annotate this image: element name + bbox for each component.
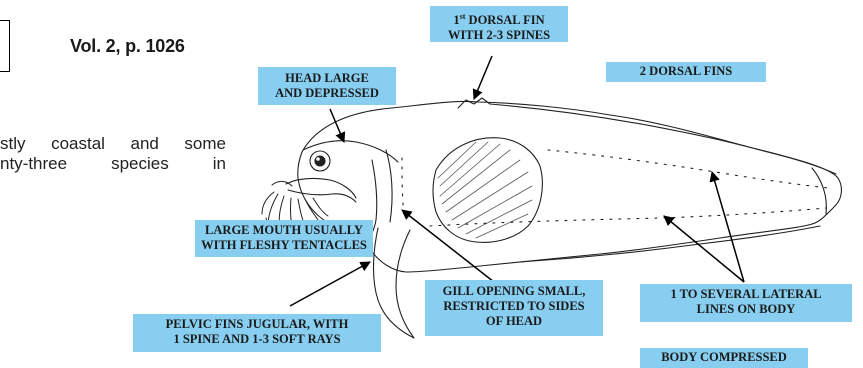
label-body-compressed: BODY COMPRESSED [640,348,808,368]
first-dorsal-fin [458,98,490,108]
arrow-first-dorsal [474,56,492,99]
lateral-line-lower [430,208,826,226]
label-first-dorsal-fin: 1st DORSAL FIN WITH 2-3 SPINES [430,6,568,42]
anal-fin [520,226,820,262]
arrow-head [330,109,344,142]
arrow-pelvic [290,262,370,306]
label-two-dorsal-fins: 2 DORSAL FINS [606,62,766,82]
label-gill-opening: GILL OPENING SMALL, RESTRICTED TO SIDES … [425,280,603,336]
arrow-lateral-2 [664,216,744,282]
arrow-lateral-1 [712,172,744,282]
label-pelvic-fins: PELVIC FINS JUGULAR, WITH 1 SPINE AND 1-… [133,314,381,352]
lateral-line-upper [548,150,828,188]
pectoral-fin [433,138,542,243]
label-lateral-lines: 1 TO SEVERAL LATERAL LINES ON BODY [640,284,852,322]
label-head-large: HEAD LARGE AND DEPRESSED [258,67,396,105]
label-large-mouth: LARGE MOUTH USUALLY WITH FLESHY TENTACLE… [195,220,373,257]
fish-body-outline [298,101,842,272]
caudal-fin [812,168,826,214]
second-dorsal-fin [490,104,836,174]
